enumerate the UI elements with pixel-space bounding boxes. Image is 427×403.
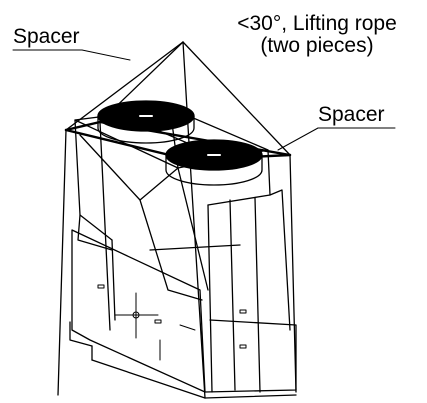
- leader-line: [12, 49, 396, 151]
- spacer-label-left: Spacer: [13, 25, 80, 48]
- unit-body: [74, 119, 291, 393]
- lifting-rope-label-line1: <30°, Lifting rope: [237, 12, 397, 35]
- panel-details: [97, 284, 247, 361]
- lifting-rope-label: <30°, Lifting rope (two pieces): [222, 13, 412, 57]
- lifting-rope: [57, 41, 297, 399]
- base-frame: [69, 229, 297, 399]
- fan-back: [97, 100, 195, 144]
- spacer-label-right: Spacer: [318, 103, 385, 126]
- lifting-rope-label-line2: (two pieces): [260, 34, 374, 57]
- fan-front: [165, 139, 263, 186]
